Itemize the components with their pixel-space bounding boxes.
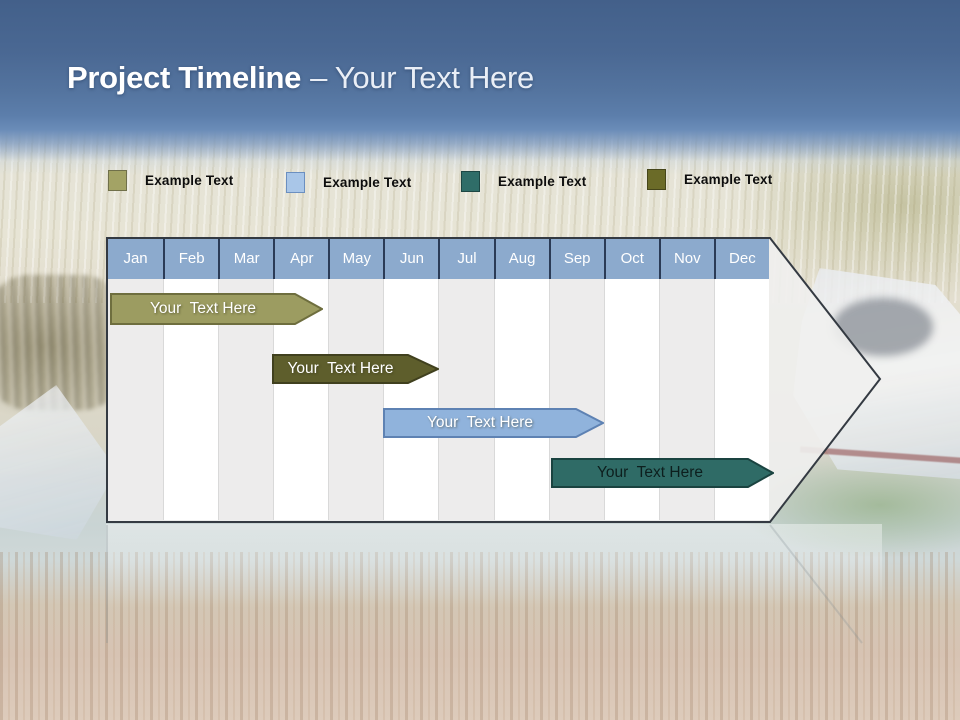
month-column: Mar [218, 239, 274, 520]
legend-swatch-teal [461, 171, 480, 192]
legend-item-1[interactable]: Example Text [108, 170, 233, 191]
month-column: Aug [493, 239, 549, 520]
month-header-cell[interactable]: Jan [108, 239, 164, 279]
photo-grass [0, 552, 960, 720]
bar-arrow-shape [383, 408, 604, 438]
timeline-grid: Jan Feb Mar Apr May Jun Jul Aug Sep Oct … [108, 239, 769, 520]
bar-label: Your Text Here [287, 360, 394, 377]
legend-swatch-blue [286, 172, 305, 193]
month-body-cell [438, 279, 494, 520]
table-reflection [106, 524, 882, 609]
legend-swatch-khaki [108, 170, 127, 191]
bar-label: Your Text Here [597, 464, 703, 481]
legend-label: Example Text [684, 172, 773, 187]
bar-label: Your Text Here [150, 300, 256, 317]
month-header-cell[interactable]: Aug [493, 239, 549, 279]
legend-item-3[interactable]: Example Text [461, 171, 586, 192]
month-header-cell[interactable]: Dec [713, 239, 769, 279]
legend-label: Example Text [145, 173, 234, 188]
bar-label: Your Text Here [427, 414, 533, 431]
photo-birch-trees [0, 275, 123, 410]
bar-arrow-shape [551, 458, 774, 488]
month-header-cell[interactable]: Mar [218, 239, 274, 279]
month-column: Jan [108, 239, 164, 520]
month-header-cell[interactable]: Nov [658, 239, 714, 279]
timeline-bar-1[interactable]: Your Text Here [110, 293, 323, 325]
legend-swatch-olive [647, 169, 666, 190]
timeline-bar-4[interactable]: Your Text Here [551, 458, 774, 488]
month-header-cell[interactable]: Sep [548, 239, 604, 279]
title-bold: Project Timeline [67, 60, 302, 95]
month-body-cell [328, 279, 384, 520]
month-column: May [328, 239, 384, 520]
month-header-cell[interactable]: Jun [383, 239, 439, 279]
month-column: Jul [438, 239, 494, 520]
month-column: Jun [383, 239, 439, 520]
month-header-cell[interactable]: Oct [603, 239, 659, 279]
legend-item-2[interactable]: Example Text [286, 172, 411, 193]
month-header-cell[interactable]: Feb [163, 239, 219, 279]
bar-arrow-shape [110, 293, 323, 325]
month-column: Feb [163, 239, 219, 520]
month-header-cell[interactable]: Apr [273, 239, 329, 279]
sky-gradient [0, 0, 960, 175]
legend-item-4[interactable]: Example Text [647, 169, 772, 190]
month-header-cell[interactable]: May [328, 239, 384, 279]
timeline-bar-2[interactable]: Your Text Here [272, 354, 439, 384]
title-subtitle: – Your Text Here [310, 60, 534, 95]
bar-arrow-shape [272, 354, 439, 384]
month-header-cell[interactable]: Jul [438, 239, 494, 279]
month-body-cell [493, 279, 549, 520]
month-body-cell [383, 279, 439, 520]
table-reflection-lines [106, 524, 863, 644]
legend-label: Example Text [498, 174, 587, 189]
legend-label: Example Text [323, 175, 412, 190]
page-title[interactable]: Project Timeline– Your Text Here [67, 60, 534, 96]
timeline-bar-3[interactable]: Your Text Here [383, 408, 604, 438]
